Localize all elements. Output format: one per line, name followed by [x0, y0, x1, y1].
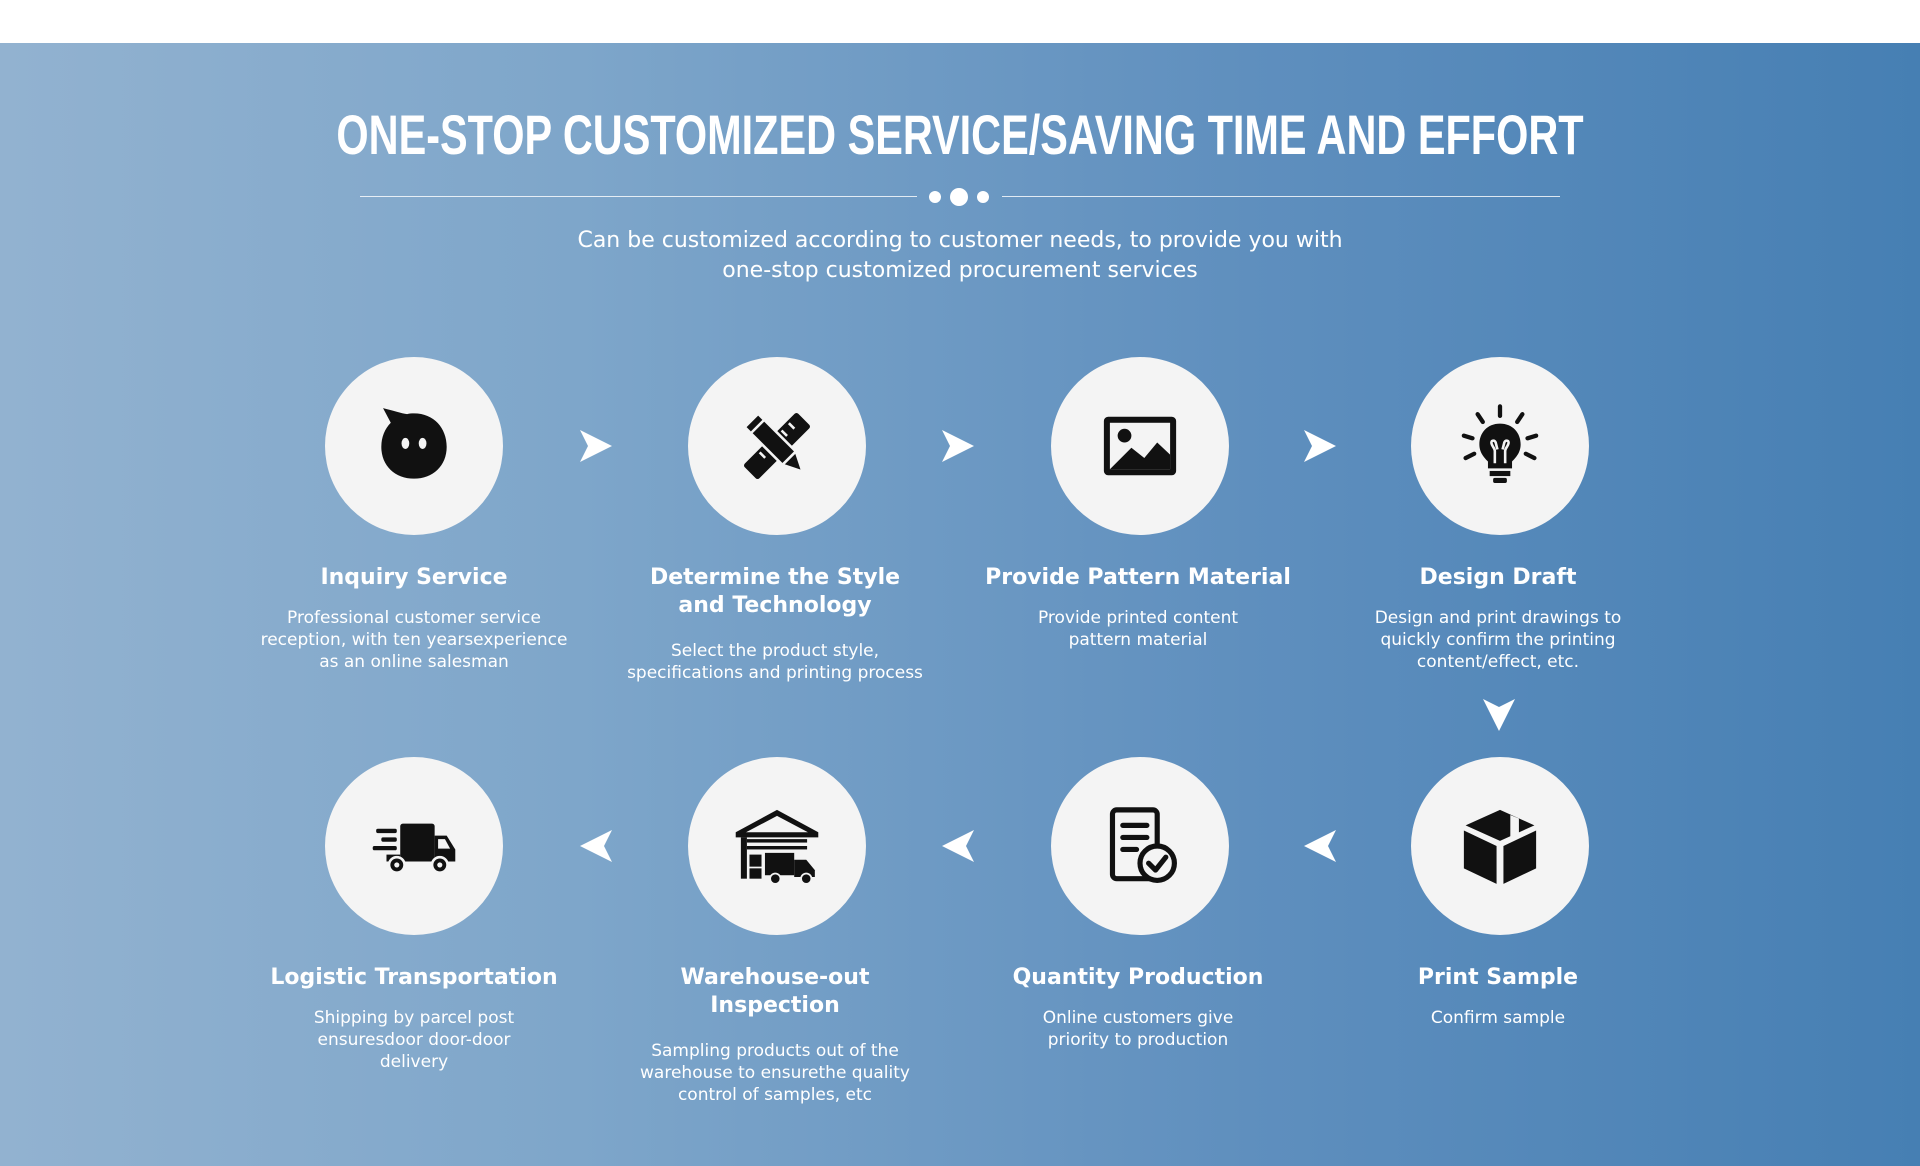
- step-title: Inquiry Service: [320, 565, 508, 590]
- step-desc: Select the product style, specifications…: [627, 641, 923, 683]
- step-inquiry-service-circle: [325, 357, 503, 535]
- lightbulb-icon: [1461, 404, 1539, 483]
- step-desc: Shipping by parcel post ensuresdoor door…: [313, 1008, 515, 1072]
- step-desc: Design and print drawings to quickly con…: [1374, 608, 1622, 672]
- divider-left: [360, 196, 917, 197]
- step-title: Quantity Production: [1012, 965, 1264, 990]
- step-pattern-material-circle: [1051, 357, 1229, 535]
- step-title: Warehouse-out Inspection: [680, 965, 870, 1018]
- document-check-icon: [1109, 807, 1177, 883]
- step-title: Design Draft: [1419, 565, 1577, 590]
- step-desc: Provide printed content pattern material: [1037, 608, 1239, 650]
- divider-right: [1002, 196, 1560, 197]
- arrow-right-icon: [942, 430, 974, 462]
- step-logistic-transportation-circle: [325, 757, 503, 935]
- delivery-truck-icon: [372, 823, 456, 874]
- arrow-left-icon: [942, 830, 974, 862]
- step-title: Logistic Transportation: [270, 965, 558, 990]
- subtitle-line-2: one-stop customized procurement services: [722, 258, 1198, 283]
- package-box-icon: [1463, 809, 1537, 884]
- step-title: Provide Pattern Material: [985, 565, 1291, 590]
- step-desc: Sampling products out of the warehouse t…: [640, 1041, 910, 1105]
- step-title: Determine the Style and Technology: [649, 565, 901, 618]
- step-desc: Online customers give priority to produc…: [1042, 1008, 1234, 1050]
- arrow-right-icon: [1304, 430, 1336, 462]
- step-print-sample-circle: [1411, 757, 1589, 935]
- image-icon: [1103, 416, 1177, 476]
- arrow-down-icon: [1483, 699, 1515, 731]
- arrow-left-icon: [1304, 830, 1336, 862]
- step-design-draft-circle: [1411, 357, 1589, 535]
- arrow-left-icon: [580, 830, 612, 862]
- step-title: Print Sample: [1417, 965, 1579, 990]
- step-desc: Professional customer service reception,…: [260, 608, 568, 672]
- background-panel: [0, 43, 1920, 1166]
- pencil-ruler-icon: [742, 411, 810, 479]
- subtitle-line-1: Can be customized according to customer …: [577, 228, 1343, 253]
- step-quantity-production-circle: [1051, 757, 1229, 935]
- step-desc: Confirm sample: [1430, 1008, 1566, 1028]
- chat-bubble-icon: [381, 408, 447, 479]
- step-warehouse-inspection-circle: [688, 757, 866, 935]
- divider-dots: [925, 186, 995, 206]
- arrow-right-icon: [580, 430, 612, 462]
- subtitle: Can be customized according to customer …: [560, 226, 1360, 286]
- warehouse-truck-icon: [735, 809, 819, 885]
- step-style-technology-circle: [688, 357, 866, 535]
- page-title: ONE-STOP CUSTOMIZED SERVICE/SAVING TIME …: [336, 103, 1584, 166]
